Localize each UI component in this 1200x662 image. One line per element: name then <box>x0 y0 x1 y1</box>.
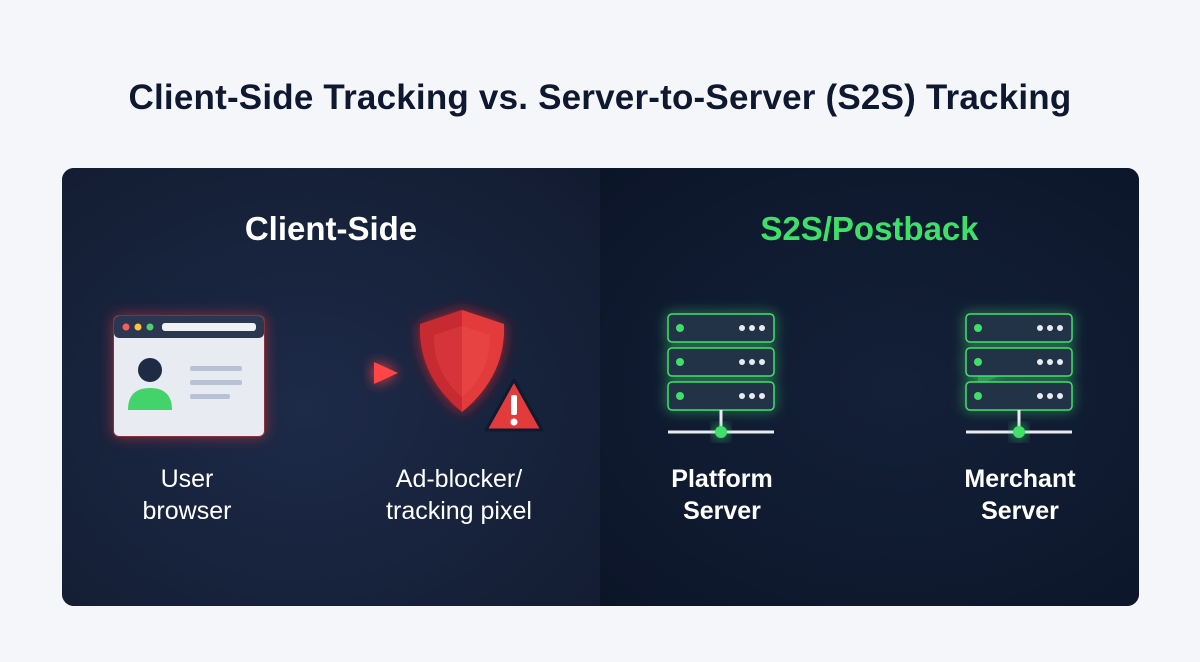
client-side-section: Client-Side <box>62 168 600 606</box>
s2s-section: S2S/Postback <box>600 168 1139 606</box>
merchant-server-label: Merchant Server <box>964 465 1076 525</box>
page-title: Client-Side Tracking vs. Server-to-Serve… <box>128 78 1072 117</box>
ad-blocker-label: Ad-blocker/ tracking pixel <box>386 465 532 525</box>
user-browser-label: User browser <box>142 465 232 525</box>
blocked-request-arrow <box>272 362 398 384</box>
platform-server-icon <box>667 313 775 438</box>
s2s-heading: S2S/Postback <box>760 210 979 247</box>
shield-warning-icon <box>419 310 544 432</box>
client-side-heading: Client-Side <box>244 210 418 247</box>
browser-window-icon <box>113 315 265 437</box>
merchant-server-icon <box>965 313 1073 438</box>
comparison-panel: Client-Side <box>62 168 1139 606</box>
platform-server-label: Platform Server <box>671 465 773 525</box>
